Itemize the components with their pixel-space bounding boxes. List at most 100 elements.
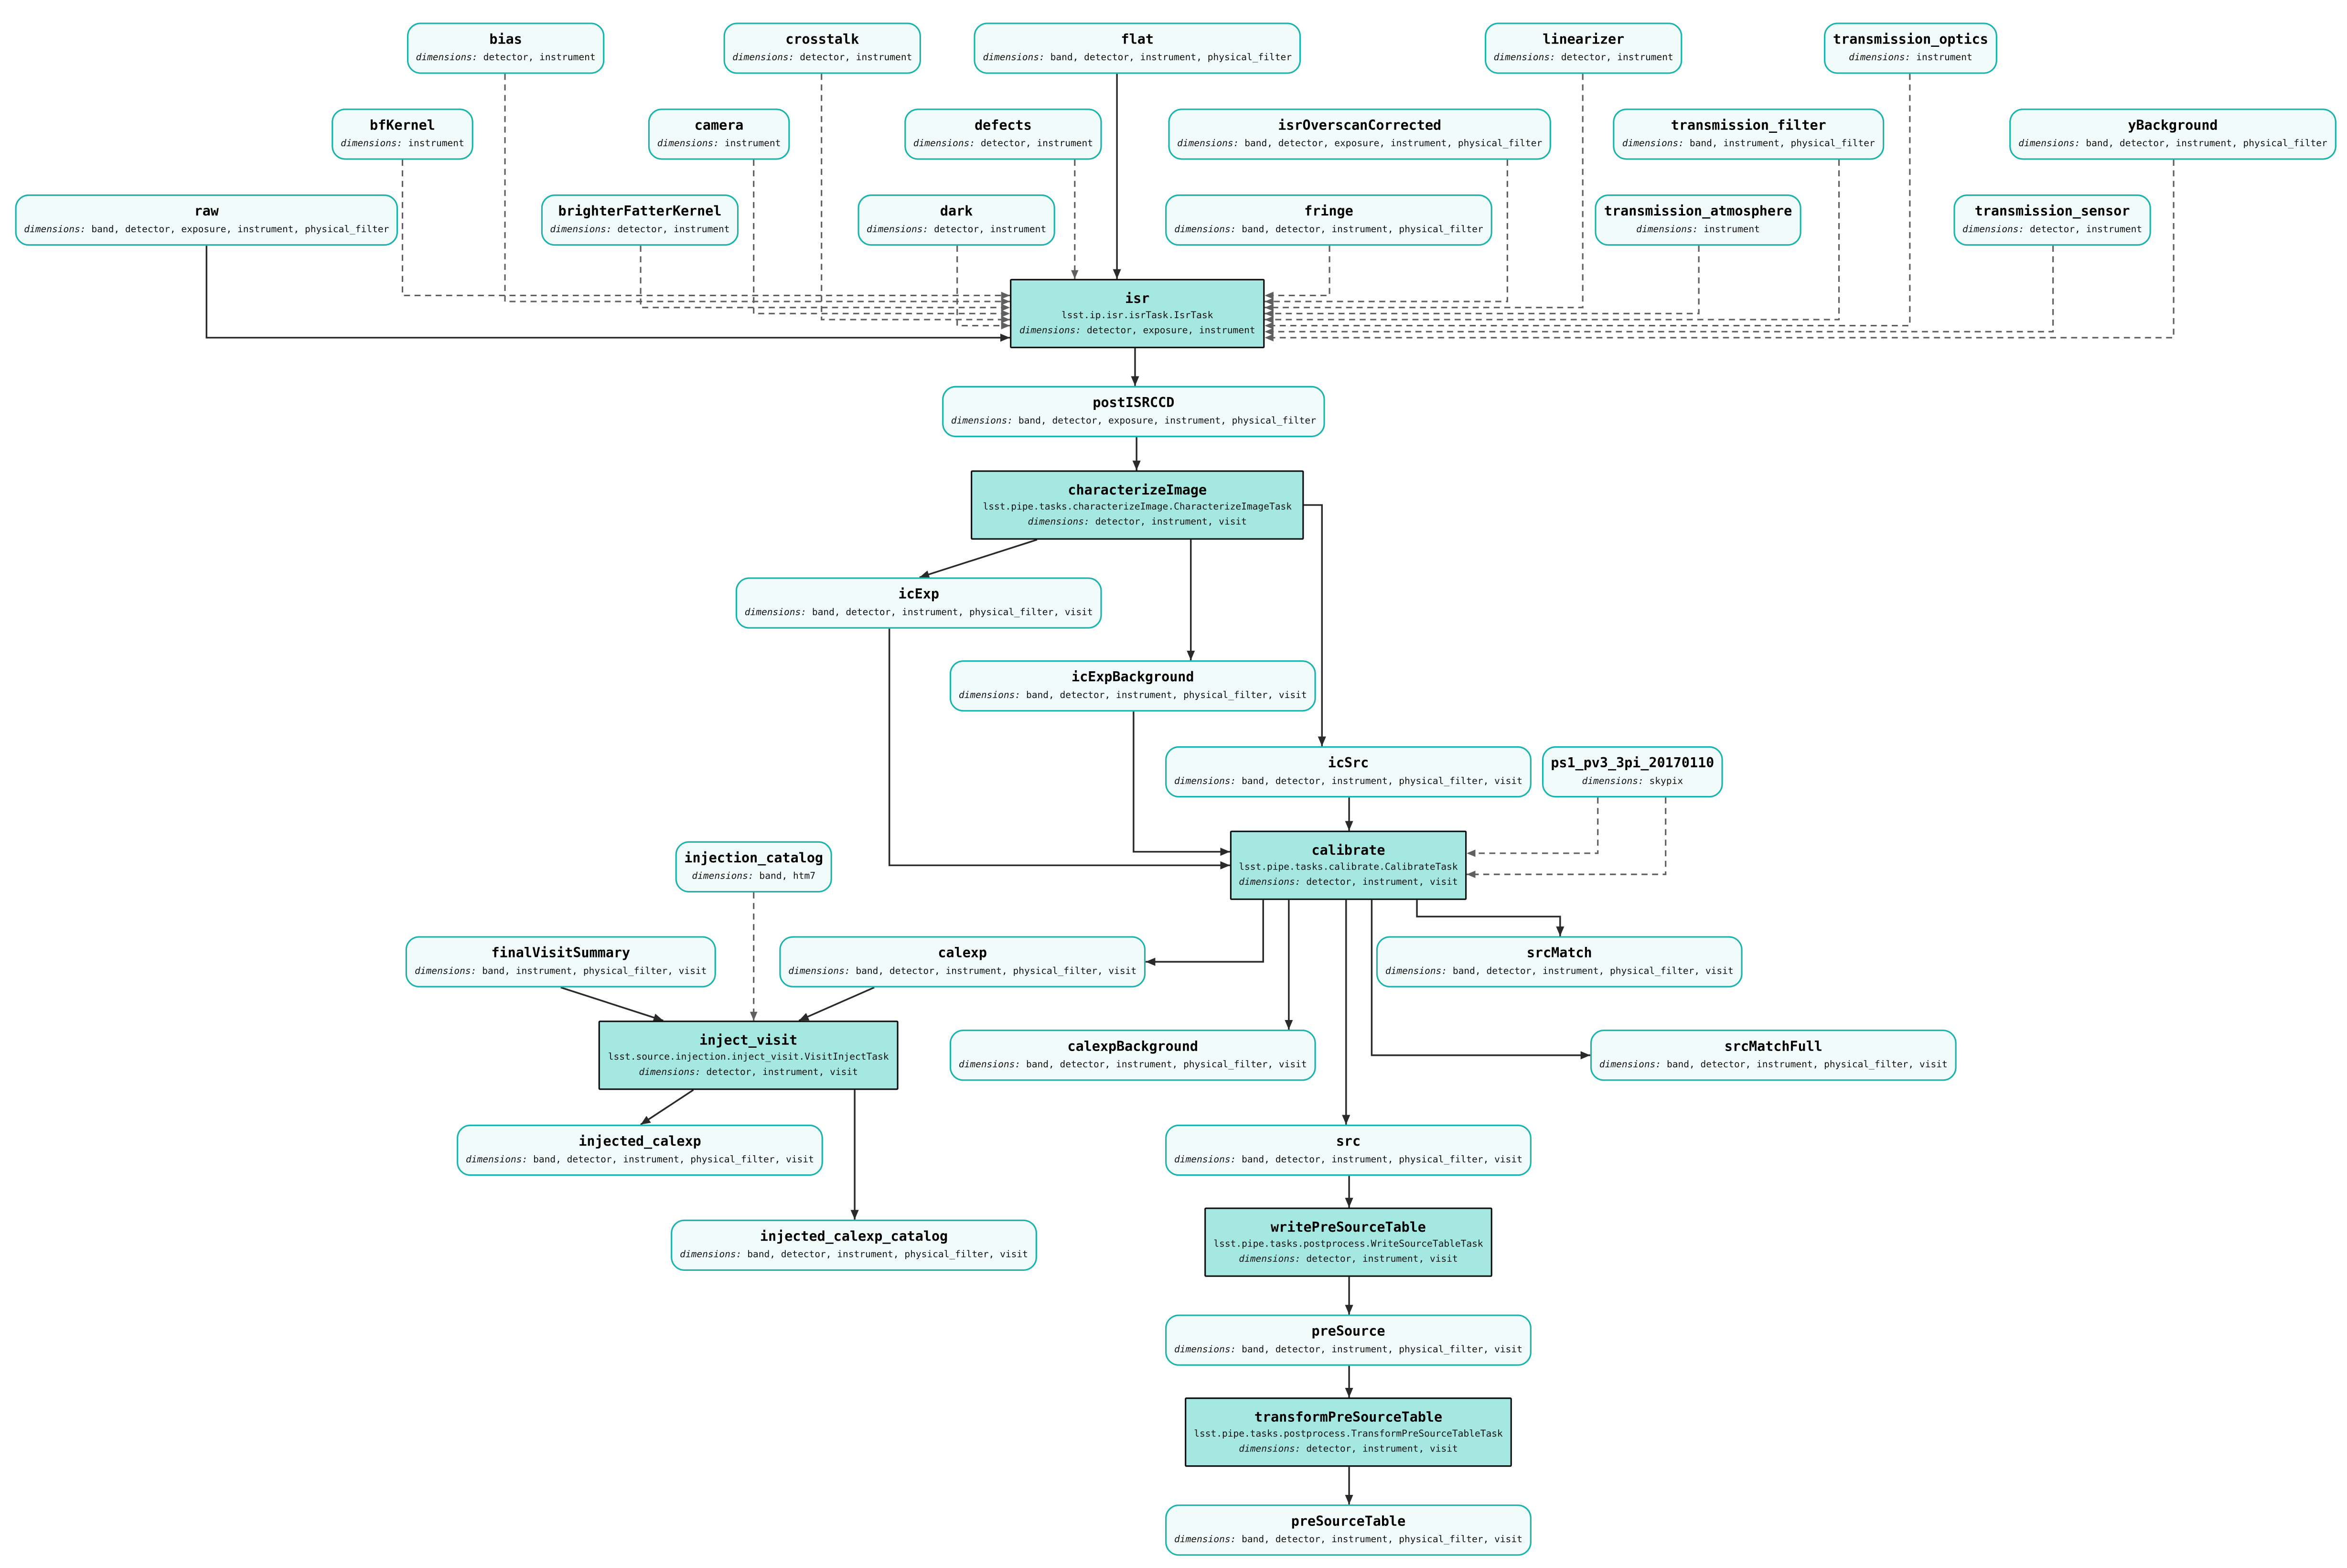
node-title: bias bbox=[489, 33, 522, 49]
node-title: calexpBackground bbox=[1067, 1041, 1199, 1056]
dataset-node-srcMatchFull: srcMatchFull dimensions: band, detector, … bbox=[1590, 1030, 1957, 1081]
dimensions-keyword: dimensions: bbox=[788, 966, 850, 977]
dimensions-values: band, detector, exposure, instrument, ph… bbox=[1244, 138, 1543, 149]
task-class-path: lsst.ip.isr.isrTask.IsrTask bbox=[1061, 311, 1213, 322]
node-dimensions: dimensions: band, detector, instrument, … bbox=[983, 53, 1292, 63]
dimensions-values: band, detector, instrument, physical_fil… bbox=[1050, 52, 1292, 63]
node-dimensions: dimensions: band, detector, instrument, … bbox=[959, 690, 1307, 700]
task-class-path: lsst.source.injection.inject_visit.Visit… bbox=[608, 1052, 889, 1063]
dimensions-values: instrument bbox=[1704, 224, 1760, 235]
dimensions-values: detector, exposure, instrument bbox=[1086, 324, 1255, 336]
dimensions-keyword: dimensions: bbox=[466, 1154, 528, 1165]
node-title: linearizer bbox=[1543, 33, 1625, 49]
node-title: srcMatchFull bbox=[1724, 1041, 1822, 1056]
dimensions-keyword: dimensions: bbox=[415, 966, 477, 977]
node-dimensions: dimensions: band, detector, instrument, … bbox=[1174, 1534, 1522, 1545]
dimensions-values: skypix bbox=[1649, 776, 1683, 787]
node-dimensions: dimensions: band, detector, instrument, … bbox=[2018, 139, 2327, 149]
node-dimensions: dimensions: band, detector, instrument, … bbox=[1599, 1059, 1948, 1070]
node-dimensions: dimensions: detector, instrument bbox=[1962, 224, 2142, 235]
node-title: bfKernel bbox=[370, 119, 435, 135]
dimensions-values: instrument bbox=[408, 138, 464, 149]
dimensions-keyword: dimensions: bbox=[341, 138, 403, 149]
node-title: writePreSourceTable bbox=[1271, 1220, 1426, 1235]
node-title: icExp bbox=[898, 588, 939, 603]
edge-bfKernel-to-isr bbox=[401, 160, 1010, 300]
dimensions-values: detector, instrument, visit bbox=[1306, 1253, 1458, 1264]
dimensions-values: band, detector, instrument, physical_fil… bbox=[1026, 690, 1307, 701]
node-title: injection_catalog bbox=[684, 852, 824, 868]
dimensions-values: band, detector, instrument, physical_fil… bbox=[1452, 966, 1734, 977]
node-title: preSourceTable bbox=[1291, 1515, 1406, 1531]
edge-transmission_filter-to-isr bbox=[1265, 160, 1840, 323]
dimensions-keyword: dimensions: bbox=[732, 52, 794, 63]
node-dimensions: dimensions: instrument bbox=[1636, 224, 1760, 235]
edge-raw-to-isr bbox=[205, 246, 1010, 342]
dimensions-values: band, detector, instrument, physical_fil… bbox=[2086, 138, 2327, 149]
dataset-node-icExpBackground: icExpBackground dimensions: band, detecto… bbox=[949, 660, 1316, 712]
node-dimensions: dimensions: band, detector, instrument, … bbox=[1174, 1154, 1522, 1165]
dimensions-keyword: dimensions: bbox=[692, 871, 754, 882]
node-title: raw bbox=[194, 205, 219, 221]
edge-icExp-to-calibrate bbox=[888, 628, 1230, 870]
node-dimensions: dimensions: detector, instrument, visit bbox=[1239, 1443, 1458, 1454]
dimensions-keyword: dimensions: bbox=[657, 138, 719, 149]
dimensions-keyword: dimensions: bbox=[958, 690, 1021, 701]
dimensions-values: band, detector, instrument, physical_fil… bbox=[1242, 1344, 1522, 1355]
node-title: icExpBackground bbox=[1072, 671, 1194, 687]
edge-ps1_pv3_3pi_20170110-to-calibrate bbox=[1467, 797, 1667, 878]
node-dimensions: dimensions: band, detector, exposure, in… bbox=[951, 416, 1316, 426]
dimensions-keyword: dimensions: bbox=[1622, 138, 1684, 149]
dimensions-keyword: dimensions: bbox=[1636, 224, 1698, 235]
edge-dark-to-isr bbox=[956, 246, 1010, 330]
dimensions-values: detector, instrument bbox=[483, 52, 596, 63]
edge-calibrate-to-srcMatchFull bbox=[1371, 900, 1590, 1060]
node-title: inject_visit bbox=[699, 1033, 798, 1049]
dimensions-values: band, detector, exposure, instrument, ph… bbox=[91, 224, 389, 235]
dimensions-values: band, detector, instrument, physical_fil… bbox=[856, 966, 1137, 977]
node-title: preSource bbox=[1311, 1325, 1385, 1341]
dimensions-keyword: dimensions: bbox=[1174, 1534, 1236, 1545]
edge-transmission_sensor-to-isr bbox=[1265, 246, 2054, 335]
dimensions-keyword: dimensions: bbox=[416, 52, 478, 63]
dimensions-keyword: dimensions: bbox=[1174, 776, 1236, 787]
node-title: flat bbox=[1121, 33, 1154, 49]
node-dimensions: dimensions: detector, instrument bbox=[913, 139, 1093, 149]
dimensions-keyword: dimensions: bbox=[951, 416, 1013, 427]
dimensions-keyword: dimensions: bbox=[1028, 516, 1090, 527]
dimensions-values: band, detector, instrument, physical_fil… bbox=[812, 607, 1093, 618]
task-class-path: lsst.pipe.tasks.characterizeImage.Charac… bbox=[983, 502, 1292, 513]
task-node-inject_visit: inject_visit lsst.source.injection.inject… bbox=[598, 1020, 899, 1090]
node-title: fringe bbox=[1304, 205, 1353, 221]
dimensions-keyword: dimensions: bbox=[866, 224, 929, 235]
node-dimensions: dimensions: band, detector, instrument, … bbox=[1174, 776, 1522, 786]
dimensions-values: detector, instrument bbox=[980, 138, 1093, 149]
edge-icExpBackground-to-calibrate bbox=[1133, 711, 1230, 856]
node-title: transformPreSourceTable bbox=[1254, 1410, 1443, 1426]
edge-calibrate-to-calexp bbox=[1146, 900, 1264, 966]
node-dimensions: dimensions: band, detector, instrument, … bbox=[1385, 966, 1734, 977]
dimensions-keyword: dimensions: bbox=[1174, 1154, 1236, 1165]
dimensions-values: detector, instrument, visit bbox=[1306, 1443, 1458, 1454]
node-dimensions: dimensions: band, detector, instrument, … bbox=[680, 1249, 1028, 1260]
edge-calibrate-to-srcMatch bbox=[1416, 900, 1565, 936]
node-dimensions: dimensions: instrument bbox=[1849, 53, 1972, 63]
edge-linearizer-to-isr bbox=[1265, 74, 1584, 311]
node-dimensions: dimensions: skypix bbox=[1582, 776, 1683, 786]
edge-characterizeImage-to-icSrc bbox=[1304, 504, 1326, 746]
node-title: dark bbox=[940, 205, 973, 221]
node-dimensions: dimensions: detector, instrument, visit bbox=[639, 1066, 858, 1077]
node-dimensions: dimensions: detector, instrument bbox=[416, 53, 595, 63]
